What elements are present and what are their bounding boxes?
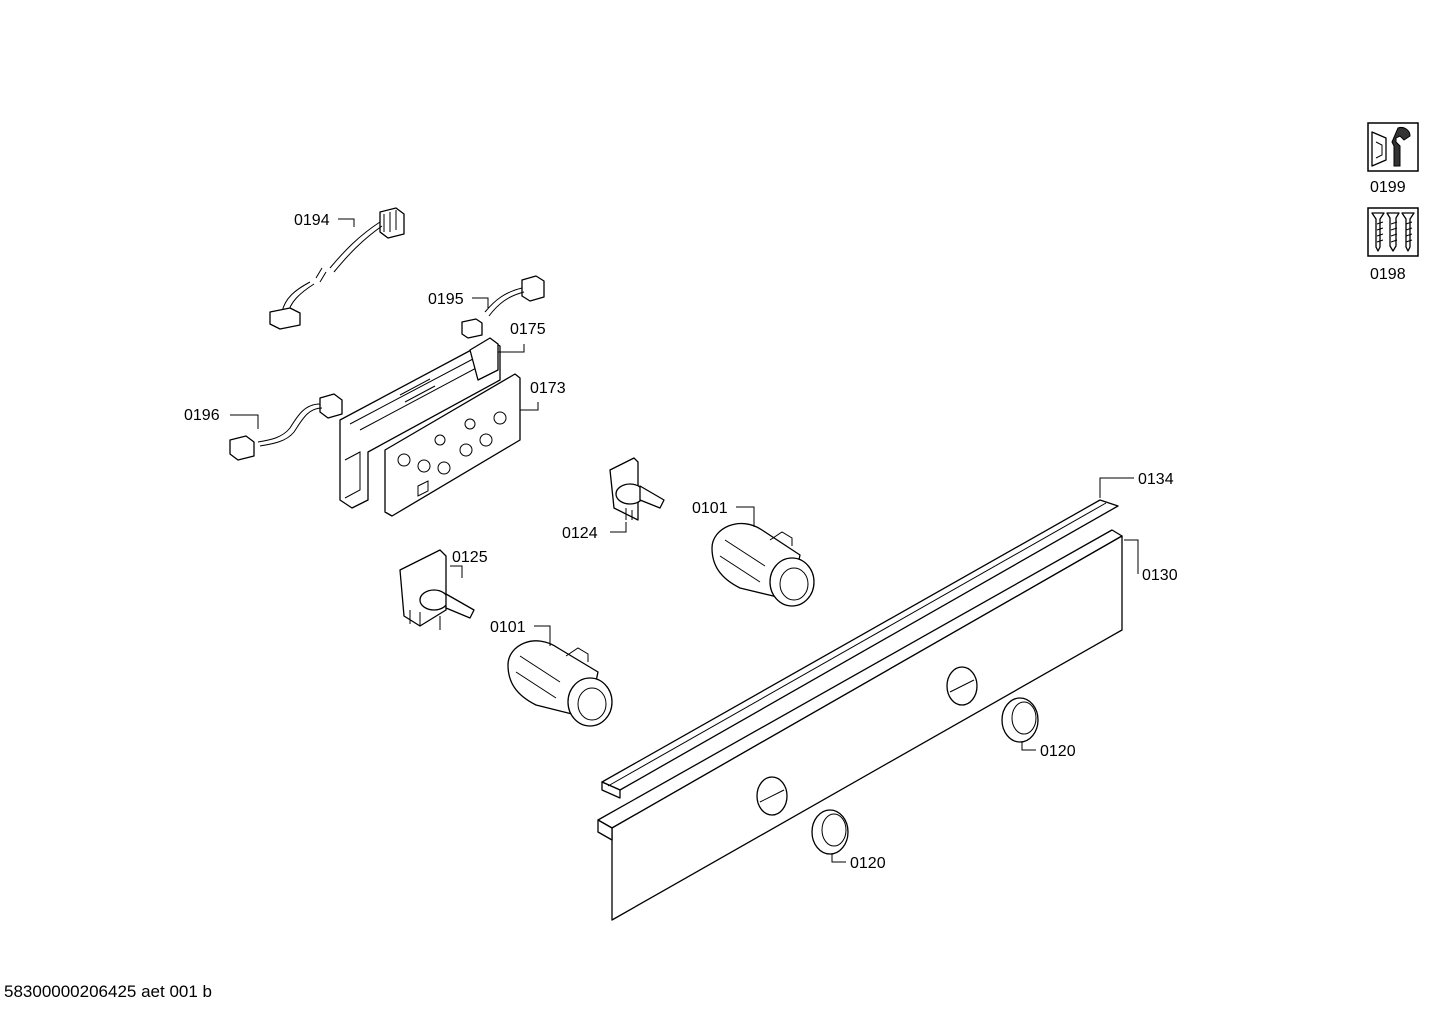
- document-id: 58300000206425 aet 001 b: [4, 982, 212, 1001]
- part-0173-circuit-board[interactable]: [384, 373, 521, 517]
- part-0101-knob-assembly-upper[interactable]: [711, 522, 815, 607]
- part-0134-trim-strip[interactable]: [601, 499, 1119, 799]
- part-0130-control-panel[interactable]: [597, 529, 1123, 921]
- screws-icon: [1371, 212, 1415, 252]
- label-0194: 0194: [294, 212, 330, 229]
- label-0120-left: 0120: [850, 855, 886, 872]
- label-0199: 0199: [1370, 179, 1406, 196]
- kit-0199[interactable]: [1367, 122, 1419, 172]
- part-0120-bezel-ring-left[interactable]: [811, 809, 849, 855]
- label-0196: 0196: [184, 407, 220, 424]
- part-0175-bracket-frame[interactable]: [339, 337, 501, 509]
- part-0195-cable[interactable]: [461, 275, 545, 339]
- label-0130: 0130: [1142, 567, 1178, 584]
- label-0195: 0195: [428, 291, 464, 308]
- part-0101-knob-assembly-lower[interactable]: [507, 640, 613, 727]
- label-0134: 0134: [1138, 471, 1174, 488]
- part-0196-cable[interactable]: [229, 393, 343, 461]
- kit-0198[interactable]: [1367, 207, 1419, 257]
- label-0175: 0175: [510, 321, 546, 338]
- part-0120-bezel-ring-right[interactable]: [1001, 697, 1039, 743]
- label-0101-upper: 0101: [692, 500, 728, 517]
- label-0198: 0198: [1370, 266, 1406, 283]
- part-0125-switch-bracket[interactable]: [399, 549, 475, 630]
- part-0194-cable-harness[interactable]: [269, 207, 405, 330]
- part-0124-switch-bracket[interactable]: [609, 457, 665, 521]
- label-0101-lower: 0101: [490, 619, 526, 636]
- label-0124: 0124: [562, 525, 598, 542]
- label-0173: 0173: [530, 380, 566, 397]
- label-0120-right: 0120: [1040, 743, 1076, 760]
- label-0125: 0125: [452, 549, 488, 566]
- wrench-bolt-icon: [1371, 127, 1411, 167]
